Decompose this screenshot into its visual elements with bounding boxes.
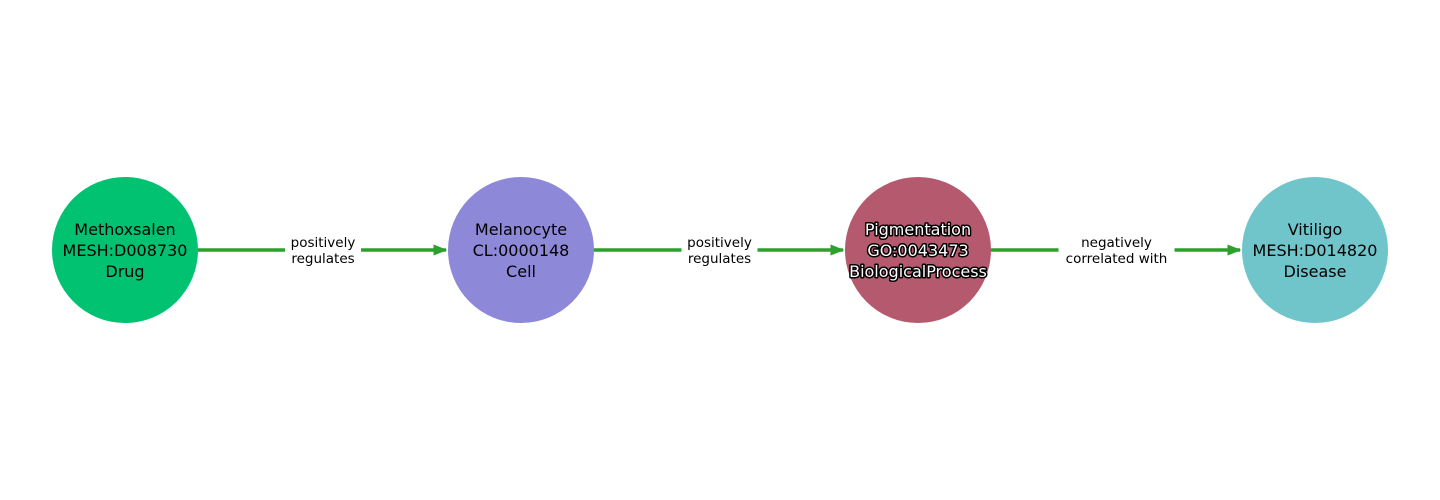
edge-label: regulates [291, 251, 354, 267]
node-label: BiologicalProcess [849, 262, 987, 281]
edge-label: correlated with [1066, 251, 1168, 267]
node-label: MESH:D014820 [1253, 241, 1378, 260]
edge-label: positively [687, 235, 752, 251]
node-circle [52, 177, 198, 323]
edge-label: negatively [1081, 235, 1152, 251]
node-label: Drug [105, 262, 144, 281]
node-label: Methoxsalen [74, 220, 175, 239]
node-circle [845, 177, 991, 323]
node-label: Disease [1284, 262, 1347, 281]
node-label: MESH:D008730 [63, 241, 188, 260]
node-circle [448, 177, 594, 323]
node-label: Vitiligo [1288, 220, 1343, 239]
edge-label: regulates [688, 251, 751, 267]
edges-layer: positivelyregulatespositivelyregulatesne… [198, 235, 1242, 267]
node-label: Melanocyte [475, 220, 567, 239]
node-circle [1242, 177, 1388, 323]
node-label: Cell [506, 262, 536, 281]
node-label: GO:0043473 [867, 241, 968, 260]
node-label: CL:0000148 [473, 241, 570, 260]
edge-label: positively [291, 235, 356, 251]
node-label: Pigmentation [865, 220, 971, 239]
